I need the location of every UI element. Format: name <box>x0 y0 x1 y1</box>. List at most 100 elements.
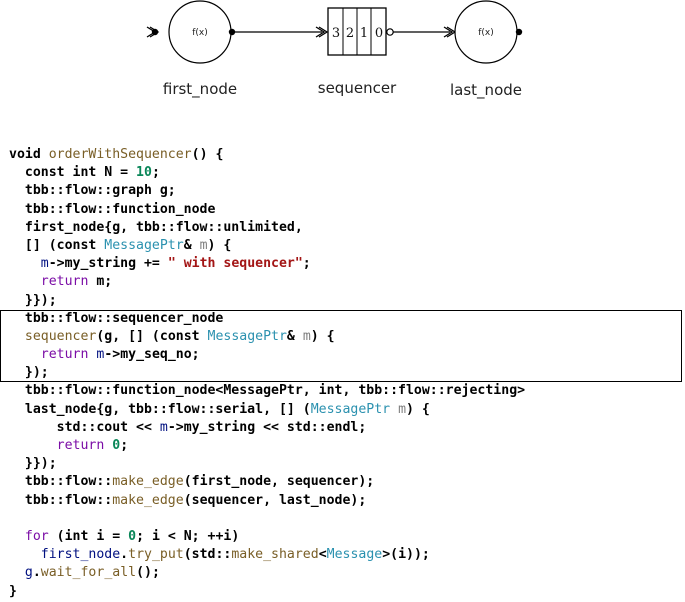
code-token-plain: () { <box>191 147 224 162</box>
code-token-var: g <box>24 565 33 581</box>
code-token-plain <box>9 565 25 580</box>
code-line: }}); <box>9 455 525 473</box>
code-token-fn: make_edge <box>112 492 184 508</box>
code-line: std::cout << m->my_string << std::endl; <box>9 419 525 437</box>
code-listing: void orderWithSequencer() { const int N … <box>9 146 525 601</box>
code-token-plain: tbb::flow::function_node<MessagePtr, int… <box>9 383 526 399</box>
code-token-plain: std::cout << <box>9 419 160 435</box>
code-token-type: Message <box>326 547 383 563</box>
code-token-plain: tbb::flow::graph g; <box>9 183 176 199</box>
flow-graph-diagram: f(x) 3 2 1 0 f(x) first_node sequencer l… <box>146 0 523 100</box>
code-token-var: m <box>96 347 105 363</box>
first-node-func-label: f(x) <box>192 28 208 38</box>
code-token-kw: for <box>24 528 49 544</box>
code-token-plain <box>9 347 41 362</box>
code-line: tbb::flow::graph g; <box>9 182 525 200</box>
code-token-plain: tbb::flow::function_node <box>9 201 216 217</box>
code-token-plain: first_node{g, tbb::flow::unlimited, <box>9 219 303 235</box>
code-token-type: MessagePtr <box>207 328 287 344</box>
code-token-plain: void <box>9 147 49 162</box>
code-line: tbb::flow::function_node <box>9 201 525 219</box>
code-token-plain: >(i)); <box>382 547 430 563</box>
code-line: first_node.try_put(std::make_shared<Mess… <box>9 546 525 564</box>
code-token-str: " with sequencer" <box>167 256 303 272</box>
code-token-plain: & <box>286 328 303 344</box>
code-token-param: m <box>302 328 311 344</box>
code-token-plain: & <box>183 237 200 253</box>
code-token-plain: ) { <box>310 328 335 344</box>
code-line: tbb::flow::sequencer_node <box>9 310 525 328</box>
code-token-var: m <box>159 419 168 435</box>
code-token-plain <box>9 529 25 544</box>
code-token-plain: ->my_string += <box>48 256 168 272</box>
code-line: }); <box>9 364 525 382</box>
code-token-plain: tbb::flow::sequencer_node <box>9 310 224 326</box>
code-token-plain: ) { <box>207 237 232 253</box>
sequencer-queue: 3 2 1 0 <box>327 7 387 56</box>
code-token-plain: tbb::flow:: <box>9 492 113 508</box>
code-line: tbb::flow::function_node<MessagePtr, int… <box>9 382 525 400</box>
code-line: g.wait_for_all(); <box>9 564 525 582</box>
sequencer-label: sequencer <box>318 79 397 97</box>
code-token-plain: tbb::flow:: <box>9 474 113 490</box>
last-node-func-label: f(x) <box>478 28 494 38</box>
code-line: void orderWithSequencer() { <box>9 146 525 164</box>
code-token-plain: (std:: <box>183 547 232 563</box>
sequencer-output-port <box>386 28 394 36</box>
code-token-plain: }}); <box>9 456 57 472</box>
last-node-label: last_node <box>450 81 522 100</box>
code-token-plain: (g, [] (const <box>96 328 208 344</box>
code-token-plain: }}); <box>9 292 57 308</box>
code-token-fn: try_put <box>128 547 184 563</box>
queue-item-2: 2 <box>346 26 354 41</box>
code-token-kw: return <box>40 274 89 290</box>
code-token-plain: ; <box>302 256 311 272</box>
code-token-fn: make_shared <box>231 547 319 563</box>
code-line: for (int i = 0; i < N; ++i) <box>9 528 525 546</box>
first-node-output-port <box>228 28 236 36</box>
code-token-kw: return <box>40 347 89 363</box>
code-line: } <box>9 583 525 601</box>
last-node-output-port <box>515 28 523 36</box>
code-line: const int N = 10; <box>9 164 525 182</box>
code-token-plain: ->my_seq_no; <box>104 347 200 363</box>
code-token-num: 0 <box>128 528 137 544</box>
code-token-plain: last_node{g, tbb::flow::serial, [] ( <box>9 401 311 417</box>
code-line: return 0; <box>9 437 525 455</box>
code-token-plain <box>9 438 57 453</box>
code-token-fn: sequencer <box>24 328 97 344</box>
code-token-plain <box>9 329 25 344</box>
code-token-plain: . <box>32 565 41 581</box>
code-token-fn: make_edge <box>112 474 184 490</box>
code-token-param: m <box>199 237 208 253</box>
code-token-plain: (sequencer, last_node); <box>183 492 367 508</box>
code-token-plain: ) { <box>406 401 430 417</box>
code-token-type: MessagePtr <box>104 237 184 253</box>
code-token-fn: wait_for_all <box>40 565 137 581</box>
code-line: return m->my_seq_no; <box>9 346 525 364</box>
code-token-plain: (int i = <box>48 528 129 544</box>
queue-item-0: 0 <box>375 26 383 41</box>
code-token-plain <box>9 256 41 271</box>
code-token-plain: < <box>318 547 327 563</box>
queue-item-3: 3 <box>332 26 340 41</box>
code-line: tbb::flow::make_edge(first_node, sequenc… <box>9 473 525 491</box>
code-line: m->my_string += " with sequencer"; <box>9 255 525 273</box>
queue-item-1: 1 <box>360 26 368 41</box>
code-token-num: 0 <box>112 438 121 453</box>
code-token-plain: } <box>9 583 17 599</box>
code-line: [] (const MessagePtr& m) { <box>9 237 525 255</box>
code-token-plain: . <box>120 547 129 563</box>
code-token-plain <box>9 547 41 562</box>
sequencer-code-highlight-box <box>0 310 682 382</box>
code-token-plain: ; <box>120 438 129 453</box>
code-line: last_node{g, tbb::flow::serial, [] (Mess… <box>9 401 525 419</box>
code-token-plain: const int N = <box>9 165 137 181</box>
code-line: tbb::flow::make_edge(sequencer, last_nod… <box>9 492 525 510</box>
input-arrow <box>146 26 160 38</box>
code-token-var: m <box>40 256 49 272</box>
code-line: sequencer(g, [] (const MessagePtr& m) { <box>9 328 525 346</box>
code-token-var: first_node <box>40 547 121 563</box>
code-token-plain: ->my_string << std::endl; <box>167 419 367 435</box>
code-line: return m; <box>9 273 525 291</box>
